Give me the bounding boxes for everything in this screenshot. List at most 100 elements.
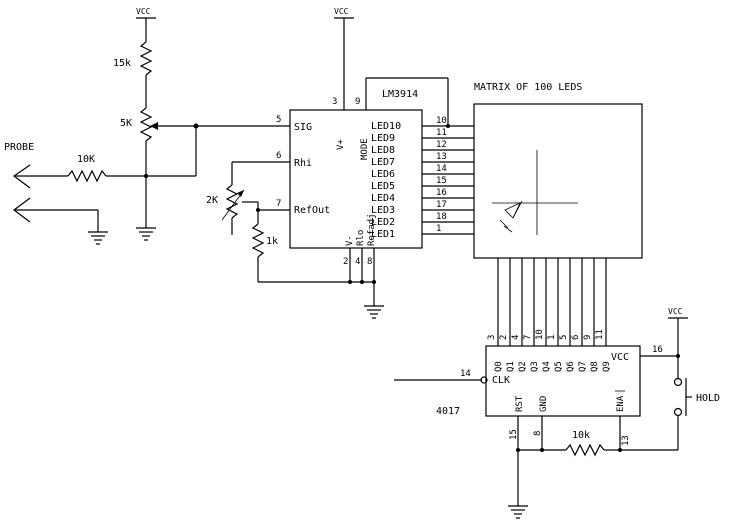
led-output-5-label: LED5: [371, 181, 395, 192]
hold-label: HOLD: [696, 393, 720, 404]
lm3914-pin-6: 6: [276, 151, 281, 161]
ground-pot-5k: [136, 227, 156, 241]
resistor-10k-probe-label: 10K: [77, 154, 95, 165]
matrix-column-wires: [497, 258, 607, 346]
cd4017-pin-7: 7: [523, 335, 533, 340]
lm3914-chip: VCC 3 9 LM3914 V+ MODE SIG 5 Rhi 6 RefOu…: [258, 7, 449, 282]
cd4017-pin-3: 3: [487, 335, 497, 340]
cd4017-pin-11: 11: [595, 329, 605, 340]
led-pin-13: 13: [436, 152, 447, 162]
ground-cd4017: [508, 505, 528, 519]
led-pin-16: 16: [436, 188, 447, 198]
led-pin-10: 10: [436, 116, 447, 126]
cd4017-pin-15: 15: [509, 429, 519, 440]
lm3914-vminus-label: V-: [345, 235, 355, 246]
cd4017-q6: Q6: [566, 361, 576, 372]
cd4017-top-pins: 3 2 4 7 10 1 5 6 9 11: [487, 329, 605, 340]
cd4017-pin-5: 5: [559, 335, 569, 340]
led-output-9-label: LED9: [371, 133, 395, 144]
cd4017-pin-4: 4: [511, 335, 521, 340]
led-output-6-label: LED6: [371, 169, 395, 180]
lm3914-pin-4: 4: [355, 257, 360, 267]
vcc-symbol-left: VCC: [136, 7, 156, 42]
cd4017-pin-14: 14: [460, 369, 471, 379]
cd4017-q4: Q4: [542, 361, 552, 372]
pot-2k-label: 2K: [206, 195, 218, 206]
lm3914-refout-label: RefOut: [294, 205, 330, 216]
lm3914-mode-label: MODE: [360, 138, 370, 160]
hold-button[interactable]: HOLD: [673, 377, 721, 417]
resistor-15k-label: 15k: [113, 58, 131, 69]
cd4017-pin-8: 8: [533, 431, 543, 436]
cd4017-q7: Q7: [578, 361, 588, 372]
lm3914-refadj-label: Refadj: [367, 213, 377, 246]
led-pin-12: 12: [436, 140, 447, 150]
lm3914-name: LM3914: [382, 89, 418, 100]
led-matrix: [473, 103, 643, 259]
lm3914-pin-9: 9: [355, 97, 360, 107]
cd4017-q3: Q3: [530, 361, 540, 372]
cd4017-q1: Q1: [506, 361, 516, 372]
cd4017-q2: Q2: [518, 361, 528, 372]
led-pin-1: 1: [436, 224, 441, 234]
resistor-10k-ena: 10k: [565, 430, 620, 457]
led-output-10-label: LED10: [371, 121, 401, 132]
cd4017-pin-6: 6: [571, 335, 581, 340]
resistor-1k-label: 1k: [266, 236, 278, 247]
vcc-label-right: VCC: [668, 307, 683, 316]
cd4017-ena-label: ENA: [616, 395, 626, 412]
lm3914-pin-7: 7: [276, 199, 281, 209]
cd4017-pin-10: 10: [535, 329, 545, 340]
lm3914-led-outputs: LED10 LED9 LED8 LED7 LED6 LED5 LED4 LED3…: [371, 116, 447, 240]
resistor-10k-ena-label: 10k: [572, 430, 590, 441]
probe-label: PROBE: [4, 142, 34, 153]
probe-terminal-bottom: [13, 197, 108, 245]
potentiometer-5k: 5K: [120, 107, 196, 228]
led-output-2-label: LED2: [371, 217, 395, 228]
matrix-label: MATRIX OF 100 LEDS: [474, 82, 582, 93]
led-output-4-label: LED4: [371, 193, 395, 204]
led-output-8-label: LED8: [371, 145, 395, 156]
cd4017-output-names: Q0 Q1 Q2 Q3 Q4 Q5 Q6 Q7 Q8 Q9: [494, 361, 612, 372]
cd4017-q5: Q5: [554, 361, 564, 372]
led-output-7-label: LED7: [371, 157, 395, 168]
led-output-3-label: LED3: [371, 205, 395, 216]
led-pin-15: 15: [436, 176, 447, 186]
cd4017-pin-1: 1: [547, 335, 557, 340]
lm3914-rhi-label: Rhi: [294, 158, 312, 169]
cd4017-q8: Q8: [590, 361, 600, 372]
resistor-1k: 1k: [251, 208, 278, 282]
cd4017-chip: 3 2 4 7 10 1 5 6 9 11 Q0 Q1 Q2 Q3 Q4 Q5 …: [436, 329, 641, 417]
lm3914-sig-label: SIG: [294, 122, 312, 133]
cd4017-pin-13: 13: [621, 435, 631, 446]
cd4017-pin-16: 16: [652, 345, 663, 355]
lm3914-led-wires: [422, 124, 474, 235]
led-output-1-label: LED1: [371, 229, 395, 240]
vcc-label-left: VCC: [136, 7, 151, 16]
led-pin-18: 18: [436, 212, 447, 222]
lm3914-pin-2: 2: [343, 257, 348, 267]
vcc-symbol-right: VCC: [668, 307, 688, 378]
pot-5k-label: 5K: [120, 118, 132, 129]
ground-lm3914: [364, 305, 384, 319]
cd4017-pin-2: 2: [499, 335, 509, 340]
cd4017-vcc-label: VCC: [611, 352, 629, 363]
resistor-10k-probe: 10K: [67, 154, 148, 183]
led-symbol-icon: [499, 200, 523, 233]
cd4017-rst-label: RST: [515, 395, 525, 412]
lm3914-rlo-label: Rlo: [356, 230, 366, 246]
cd4017-q9: Q9: [602, 361, 612, 372]
probe-terminal-top: [12, 164, 68, 189]
lm3914-vplus-label: V+: [336, 139, 346, 150]
led-pin-11: 11: [436, 128, 447, 138]
potentiometer-2k: 2K: [206, 161, 259, 235]
led-pin-14: 14: [436, 164, 447, 174]
cd4017-gnd-label: GND: [539, 396, 549, 412]
vcc-label-center: VCC: [334, 7, 349, 16]
lm3914-pin-5: 5: [276, 115, 281, 125]
lm3914-pin-3: 3: [332, 97, 337, 107]
resistor-15k: 15k: [113, 41, 153, 108]
cd4017-pin-9: 9: [583, 335, 593, 340]
lm3914-vcc: VCC: [334, 7, 354, 110]
